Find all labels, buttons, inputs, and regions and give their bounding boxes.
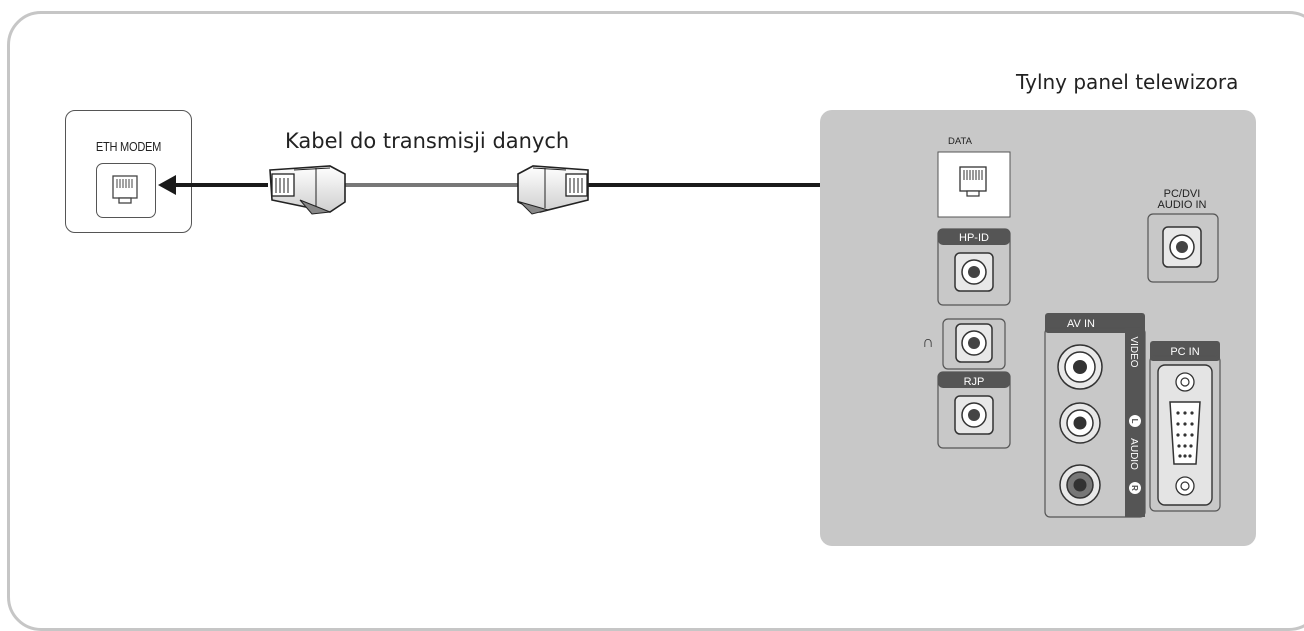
modem-ethernet-port-icon — [96, 163, 156, 218]
av-in-group: AV IN VIDEO L AUDIO R — [1044, 313, 1146, 518]
hp-id-port: HP-ID — [937, 228, 1011, 306]
vga-port-icon — [1157, 364, 1213, 506]
audio-l-label: L — [1130, 419, 1139, 424]
data-port-label: DATA — [948, 136, 973, 147]
rjp-label: RJP — [964, 376, 985, 388]
rj45-plug-right-icon — [517, 165, 589, 215]
hp-id-label: HP-ID — [959, 232, 989, 244]
tv-rear-panel: DATA HP-ID ∩ — [820, 110, 1256, 546]
pc-dvi-label-line2: AUDIO IN — [1158, 199, 1207, 211]
pc-dvi-label-line1: PC/DVI — [1164, 188, 1201, 200]
pc-in-label: PC IN — [1170, 346, 1199, 358]
data-ethernet-port-icon — [959, 166, 987, 197]
tv-panel-title: Tylny panel telewizora — [1016, 70, 1239, 94]
pc-in-port: PC IN — [1149, 341, 1221, 512]
arrow-left-icon — [158, 175, 176, 195]
av-in-label: AV IN — [1067, 318, 1095, 330]
rjp-port: RJP — [937, 371, 1011, 449]
eth-modem: ETH MODEM — [65, 110, 192, 233]
eth-modem-label: ETH MODEM — [95, 139, 162, 154]
headphone-jack — [942, 318, 1006, 370]
pc-dvi-audio-in-port — [1147, 213, 1219, 283]
audio-label: AUDIO — [1128, 438, 1139, 470]
audio-l-rca-jack — [1059, 402, 1101, 444]
rj45-plug-left-icon — [269, 165, 346, 215]
audio-r-label: R — [1130, 485, 1139, 491]
video-rca-jack — [1057, 344, 1103, 390]
cable-label: Kabel do transmisji danych — [285, 129, 570, 153]
video-label: VIDEO — [1128, 336, 1139, 367]
audio-r-rca-jack — [1059, 464, 1101, 506]
headphone-icon: ∩ — [922, 334, 934, 351]
